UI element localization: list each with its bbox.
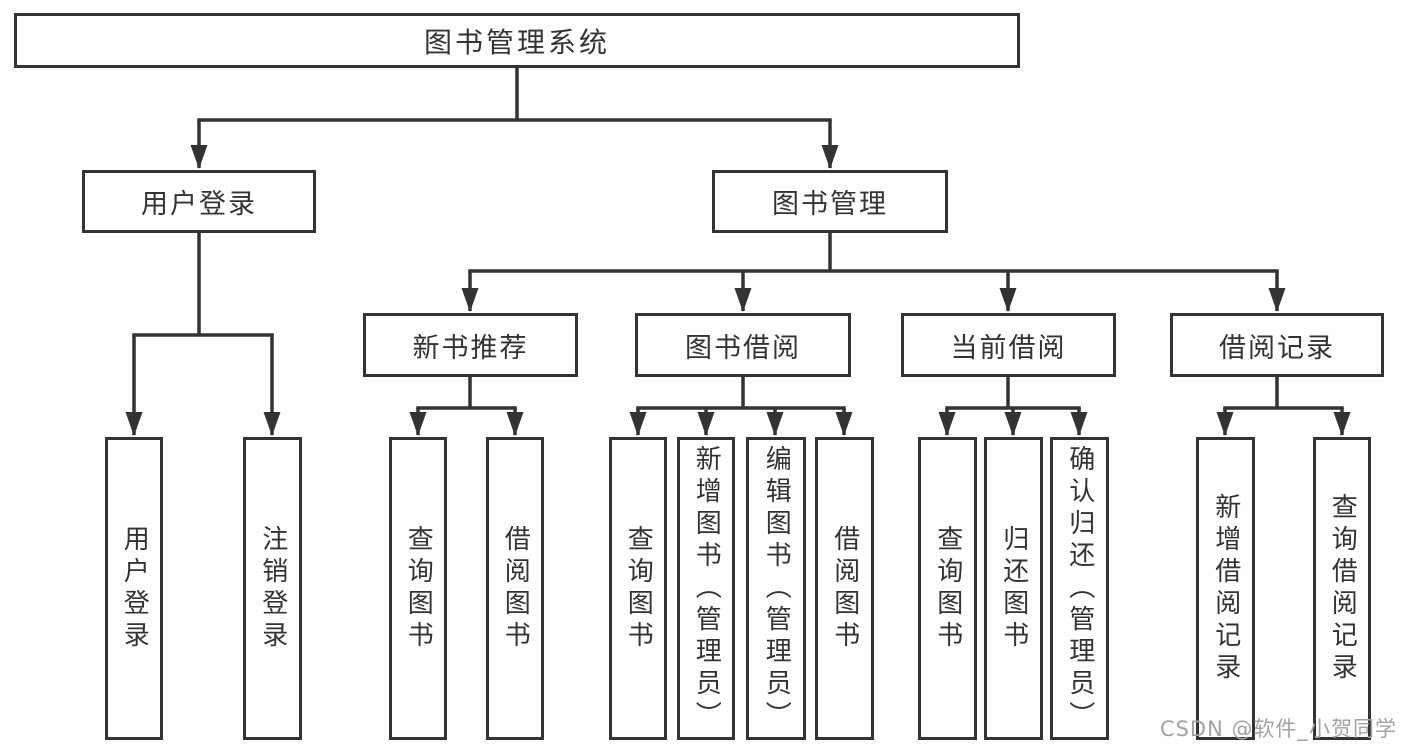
connector-new-book-recommend-children [409, 375, 524, 436]
node-book-management: 图书管理 [712, 170, 948, 233]
leaf-label: 借阅图书 [500, 524, 531, 653]
leaf-label: 借阅图书 [829, 524, 860, 653]
leaf-query-books-3: 查询图书 [918, 437, 977, 740]
node-label: 新书推荐 [412, 332, 529, 364]
connector-current-borrow-children [938, 375, 1088, 436]
leaf-label: 确认归还（管理员） [1064, 444, 1095, 733]
leaf-label: 新增图书（管理员） [691, 444, 722, 733]
node-label: 图书管理系统 [423, 25, 610, 59]
leaf-confirm-return-admin: 确认归还（管理员） [1050, 437, 1109, 740]
node-current-borrow: 当前借阅 [901, 313, 1116, 377]
leaf-label: 用户登录 [119, 524, 150, 653]
leaf-borrow-books-2: 借阅图书 [815, 437, 874, 740]
node-user-login: 用户登录 [82, 170, 316, 233]
node-label: 当前借阅 [950, 332, 1067, 364]
leaf-return-book: 归还图书 [984, 437, 1043, 740]
leaf-label: 注销登录 [257, 524, 288, 653]
leaf-label: 查询图书 [403, 524, 434, 653]
connector-book-management-sections [461, 231, 1286, 312]
node-borrow-records: 借阅记录 [1170, 313, 1384, 377]
node-label: 图书管理 [772, 189, 888, 220]
node-library-management-system: 图书管理系统 [14, 13, 1020, 68]
connector-book-borrow-children [629, 375, 853, 436]
connector-borrow-records-children [1216, 375, 1351, 436]
leaf-label: 查询图书 [932, 524, 963, 653]
leaf-edit-book-admin: 编辑图书（管理员） [746, 437, 806, 740]
node-book-borrow: 图书借阅 [635, 313, 851, 377]
connector-user-login-children [125, 231, 281, 436]
node-new-book-recommend: 新书推荐 [363, 313, 578, 377]
leaf-user-login: 用户登录 [105, 437, 163, 740]
leaf-logout: 注销登录 [243, 437, 302, 740]
leaf-label: 归还图书 [998, 524, 1029, 653]
leaf-add-book-admin: 新增图书（管理员） [677, 437, 735, 740]
leaf-query-borrow-record: 查询借阅记录 [1313, 437, 1371, 740]
node-label: 借阅记录 [1219, 332, 1335, 364]
connector-root-to-level2 [190, 66, 839, 169]
leaf-label: 编辑图书（管理员） [761, 444, 792, 733]
node-label: 用户登录 [141, 189, 257, 220]
leaf-query-books-1: 查询图书 [389, 437, 447, 740]
leaf-label: 查询图书 [623, 524, 654, 653]
leaf-query-books-2: 查询图书 [609, 437, 667, 740]
csdn-watermark: CSDN @软件_小贺同学 [1159, 717, 1397, 741]
leaf-label: 查询借阅记录 [1327, 492, 1358, 685]
leaf-label: 新增借阅记录 [1210, 492, 1241, 685]
node-label: 图书借阅 [685, 332, 801, 364]
leaf-add-borrow-record: 新增借阅记录 [1196, 437, 1255, 740]
leaf-borrow-books-1: 借阅图书 [486, 437, 544, 740]
